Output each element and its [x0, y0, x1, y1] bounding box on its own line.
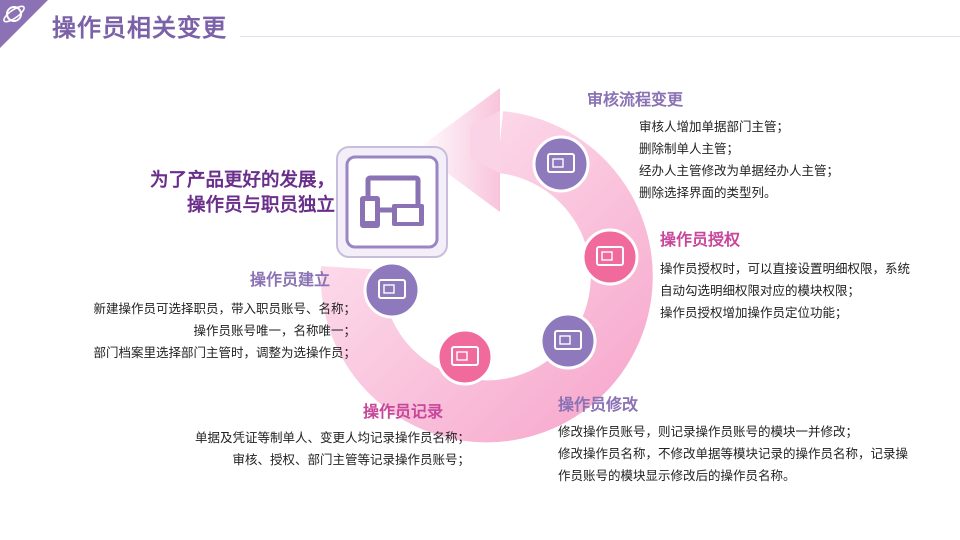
monitor-icon	[554, 330, 582, 350]
slogan: 为了产品更好的发展， 操作员与职员独立	[110, 168, 335, 218]
cycle-ring	[320, 111, 653, 443]
create-line: 操作员账号唯一，名称唯一；	[193, 323, 356, 338]
devices-icon	[360, 175, 424, 228]
authorization-line: 操作员授权增加操作员定位功能；	[660, 305, 848, 320]
record-line: 单据及凭证等制单人、变更人均记录操作员名称；	[194, 430, 470, 445]
authorization-line: 操作员授权时，可以直接设置明细权限，系统	[660, 261, 911, 276]
create-line: 部门档案里选择部门主管时，调整为选操作员；	[93, 345, 356, 360]
node-record	[436, 328, 494, 386]
planet-icon	[3, 5, 25, 23]
audit-flow-text: 审核人增加单据部门主管； 删除制单人主管； 经办人主管修改为单据经办人主管； 删…	[639, 116, 839, 204]
audit-flow-line: 审核人增加单据部门主管；	[639, 119, 790, 134]
record-line: 审核、授权、部门主管等记录操作员账号；	[232, 452, 470, 467]
cycle-arrow-head	[416, 88, 500, 212]
center-device-frame	[336, 146, 448, 258]
modify-line: 修改操作员名称，不修改单据等模块记录的操作员名称，记录操	[558, 446, 909, 461]
record-text: 单据及凭证等制单人、变更人均记录操作员名称； 审核、授权、部门主管等记录操作员账…	[140, 427, 470, 471]
record-title: 操作员记录	[363, 402, 444, 421]
slogan-line-2: 操作员与职员独立	[186, 195, 335, 216]
corner-badge	[0, 0, 48, 48]
page-title: 操作员相关变更	[52, 14, 227, 42]
node-modify	[539, 312, 597, 370]
audit-flow-title: 审核流程变更	[587, 90, 684, 109]
node-authorization	[581, 228, 639, 286]
authorization-text: 操作员授权时，可以直接设置明细权限，系统 自动勾选明细权限对应的模块权限； 操作…	[660, 258, 910, 324]
create-title: 操作员建立	[250, 270, 331, 289]
audit-flow-line: 删除选择界面的类型列。	[639, 185, 777, 200]
monitor-icon	[451, 346, 479, 366]
modify-line: 修改操作员账号，则记录操作员账号的模块一并修改；	[558, 424, 859, 439]
authorization-title: 操作员授权	[660, 230, 741, 249]
title-divider	[240, 36, 960, 37]
node-create	[363, 261, 421, 319]
slogan-line-1: 为了产品更好的发展，	[149, 170, 335, 191]
monitor-icon	[378, 279, 406, 299]
modify-line: 作员账号的模块显示修改后的操作员名称。	[558, 468, 796, 483]
monitor-icon	[596, 246, 624, 266]
authorization-line: 自动勾选明细权限对应的模块权限；	[660, 283, 861, 298]
audit-flow-line: 经办人主管修改为单据经办人主管；	[639, 163, 840, 178]
modify-title: 操作员修改	[558, 395, 639, 414]
node-audit-flow	[532, 135, 590, 193]
audit-flow-line: 删除制单人主管；	[639, 141, 740, 156]
create-text: 新建操作员可选择职员，带入职员账号、名称； 操作员账号唯一，名称唯一； 部门档案…	[40, 298, 356, 364]
modify-text: 修改操作员账号，则记录操作员账号的模块一并修改； 修改操作员名称，不修改单据等模…	[558, 421, 908, 487]
create-line: 新建操作员可选择职员，带入职员账号、名称；	[93, 301, 356, 316]
monitor-icon	[547, 153, 575, 173]
